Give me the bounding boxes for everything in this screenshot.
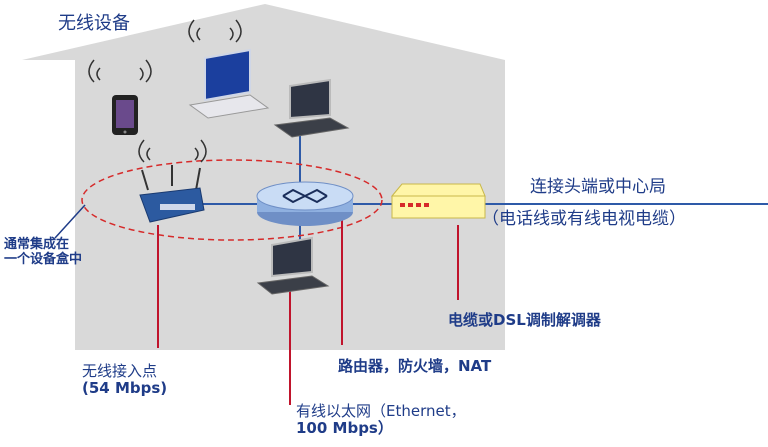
uplink-label-line1: 连接头端或中心局 [530, 177, 666, 197]
ap-line2: (54 Mbps) [82, 379, 168, 398]
modem-label: 电缆或DSL调制解调器 [448, 311, 601, 329]
laptop-icon [188, 48, 270, 119]
integrated-line2: 一个设备盒中 [4, 251, 83, 267]
integrated-leader-line [54, 204, 86, 239]
desktop-icon [273, 78, 350, 138]
modem-icon [390, 183, 486, 219]
integrated-label: 通常集成在 一个设备盒中 [4, 237, 83, 268]
ap-line1: 无线接入点 [82, 362, 158, 380]
integrated-box-ellipse [81, 159, 383, 241]
phone-icon [112, 95, 138, 135]
access-point-icon [139, 165, 205, 223]
desktop2-icon [256, 236, 330, 295]
ethernet-line2: 100 Mbps） [296, 419, 393, 438]
uplink-label-2: （电话线或有线电视电缆） [482, 209, 686, 229]
integrated-line1: 通常集成在 [4, 237, 70, 252]
diagram-title: 无线设备 [58, 13, 130, 34]
uplink-label: 连接头端或中心局 [530, 177, 666, 198]
router-label: 路由器，防火墙，NAT [338, 357, 492, 375]
house-shape [22, 4, 505, 350]
router-icon [256, 181, 354, 226]
ethernet-line1: 有线以太网（Ethernet， [296, 402, 466, 420]
ap-label: 无线接入点 (54 Mbps) [82, 362, 168, 398]
ethernet-label: 有线以太网（Ethernet， 100 Mbps） [296, 402, 466, 438]
wireless-waves-icon [88, 19, 242, 163]
